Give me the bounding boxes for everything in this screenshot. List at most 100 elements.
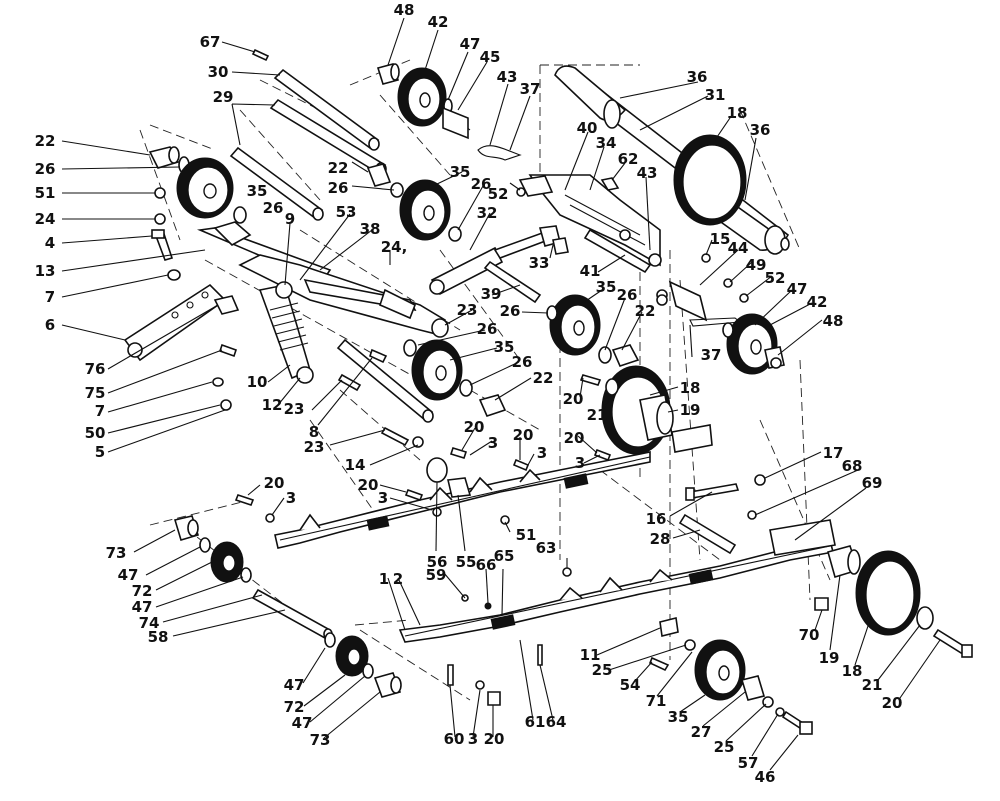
parts (123, 48, 973, 735)
callout-22c: 22 (635, 302, 656, 320)
callout-39: 39 (481, 285, 502, 303)
callout-51: 51 (35, 184, 56, 202)
wheel-35-lower-right (694, 639, 746, 701)
callout-17: 17 (823, 444, 844, 462)
shaft-30 (273, 68, 380, 151)
washer-26-upper-mid-2 (448, 226, 462, 242)
callout-76: 76 (85, 360, 106, 378)
callout-52b: 52 (765, 269, 786, 287)
nut-68 (747, 510, 757, 520)
callout-23c: 23 (304, 438, 325, 456)
callout-26h: 26 (512, 353, 533, 371)
washer-47-right (722, 322, 734, 338)
bolt-20-rail-a (234, 494, 255, 506)
bolt-67 (251, 48, 270, 62)
callout-43b: 43 (637, 164, 658, 182)
nut-51-rail (500, 515, 510, 525)
callout-18: 18 (727, 104, 748, 122)
callout-31: 31 (705, 86, 726, 104)
washer-26-front-lower (403, 339, 417, 357)
nut-24 (154, 213, 166, 225)
spacer-48-top (376, 63, 400, 85)
washer-3-rail-a (265, 513, 275, 523)
washer-47-left-a (199, 537, 211, 553)
bolt-46 (781, 710, 813, 735)
washer-25 (684, 639, 696, 651)
callout-3e: 3 (378, 489, 388, 507)
spacer-22-upper-left (148, 146, 180, 169)
bolt-20-rail-d (512, 458, 530, 472)
bolt-4 (151, 229, 174, 261)
block-11 (659, 617, 679, 637)
idler-wheel-42-right (726, 313, 778, 375)
callout-18c: 18 (842, 662, 863, 680)
callout-24b: 24, (381, 238, 408, 256)
callout-75: 75 (85, 384, 106, 402)
shock-absorber-10 (258, 281, 314, 384)
callout-37b: 37 (701, 346, 722, 364)
nut-15 (701, 253, 711, 263)
callout-73: 73 (106, 544, 127, 562)
shaft-29-lower (229, 146, 324, 221)
spacer-48-right (764, 346, 785, 369)
callout-26c: 26 (471, 175, 492, 193)
callout-20: 20 (563, 390, 584, 408)
callout-65: 65 (494, 547, 515, 565)
callout-3d: 3 (286, 489, 296, 507)
callout-labels: 67 30 29 22 26 51 24 4 13 7 6 76 75 7 50… (35, 1, 903, 786)
callout-1: 1 (379, 570, 389, 588)
washer-7b (212, 377, 224, 387)
callout-70: 70 (799, 626, 820, 644)
callout-51b: 51 (516, 526, 537, 544)
callout-15: 15 (710, 230, 731, 248)
callout-47b: 47 (787, 280, 808, 298)
callout-72b: 72 (284, 698, 305, 716)
callout-40: 40 (577, 119, 598, 137)
callout-57: 57 (738, 754, 759, 772)
callout-30: 30 (208, 63, 229, 81)
wheel-56 (426, 457, 448, 483)
callout-20f: 20 (358, 476, 379, 494)
callout-3c: 3 (537, 444, 547, 462)
bolt-20-rail-c (449, 447, 468, 459)
washer-47-left-d (362, 663, 374, 679)
callout-20h: 20 (484, 730, 505, 748)
callout-7: 7 (45, 288, 55, 306)
callout-35e: 35 (668, 708, 689, 726)
bolt-60 (447, 664, 454, 686)
callout-35b: 35 (247, 182, 268, 200)
callout-61: 61 (525, 713, 546, 731)
callout-16: 16 (646, 510, 667, 528)
callout-12: 12 (262, 396, 283, 414)
idler-wheel-upper-left (176, 157, 234, 219)
bolt-20-rail-b (404, 488, 424, 502)
callout-24: 24 (35, 210, 56, 228)
callout-29: 29 (213, 88, 234, 106)
bolt-16 (685, 483, 740, 501)
callout-20e: 20 (264, 474, 285, 492)
callout-74: 74 (139, 614, 160, 632)
washer-35 (233, 206, 247, 224)
callout-45: 45 (480, 48, 501, 66)
pin-66 (484, 602, 492, 610)
washer-21-rear (916, 606, 934, 630)
callout-21: 21 (587, 406, 608, 424)
callout-38: 38 (360, 220, 381, 238)
callout-3: 3 (575, 454, 585, 472)
slide-rail-right-1 (398, 519, 836, 643)
spacer-19-rear (827, 545, 861, 579)
wheel-72-upper (210, 541, 244, 583)
callout-37: 37 (520, 80, 541, 98)
callout-26f: 26 (617, 286, 638, 304)
callout-52: 52 (488, 185, 509, 203)
callout-68: 68 (842, 457, 863, 475)
callout-55: 55 (456, 553, 477, 571)
nut-50 (220, 399, 232, 411)
callout-22: 22 (35, 132, 56, 150)
spacer-22-center (611, 344, 640, 367)
spacer-27 (740, 675, 766, 701)
leader-lines (61, 17, 941, 771)
callout-66: 66 (476, 556, 497, 574)
